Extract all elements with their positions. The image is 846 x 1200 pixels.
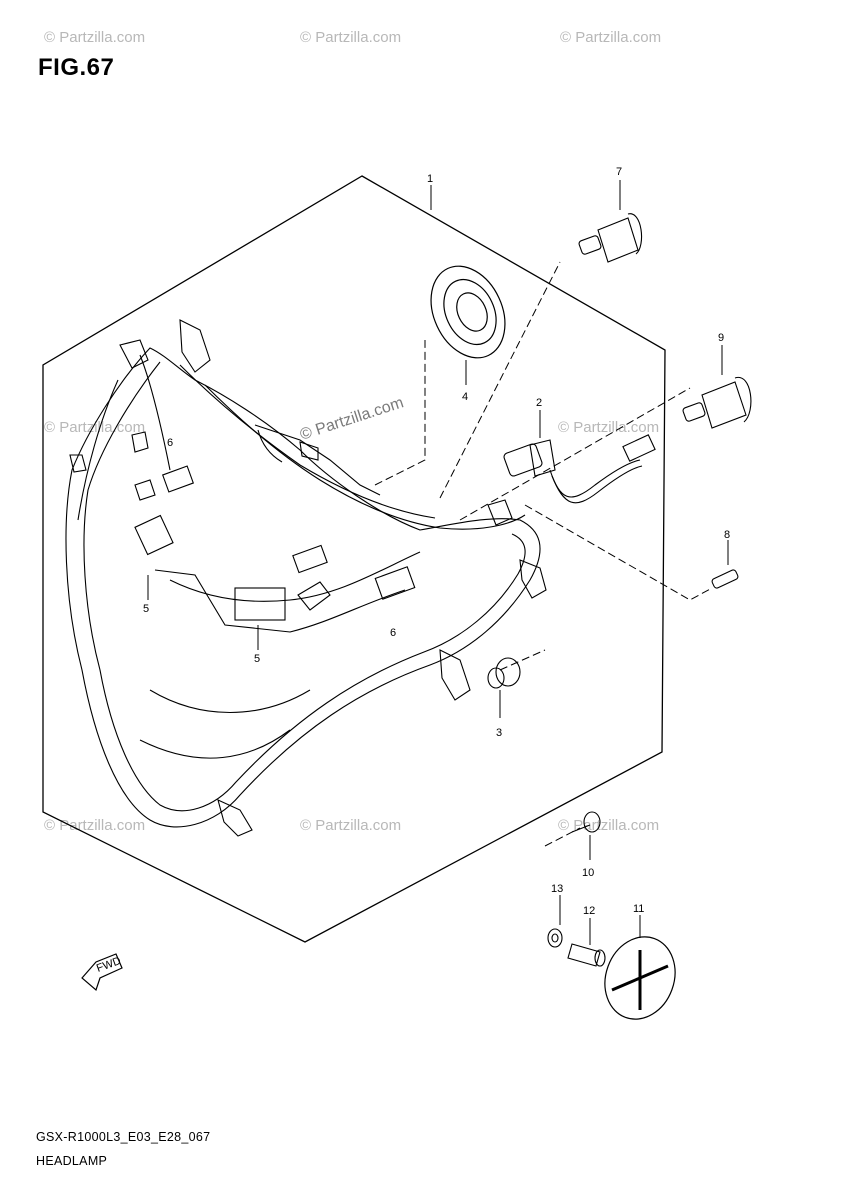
- callout-2: 2: [536, 397, 542, 409]
- bulb-9: [682, 377, 752, 429]
- callout-labels: 1 2 3 4 5 5 6 6 7 8 9 10 11 12 13: [143, 166, 730, 917]
- watermark-text: © Partzilla.com: [300, 817, 401, 834]
- washer-13: [547, 928, 563, 948]
- cap-11: [604, 936, 676, 1020]
- callout-6b: 6: [390, 627, 396, 639]
- assembly-boundary-box: [42, 175, 666, 943]
- figure-title: FIG.67: [38, 54, 115, 81]
- callout-5b: 5: [254, 653, 260, 665]
- callout-12: 12: [583, 905, 595, 917]
- bolt-12: [567, 943, 606, 967]
- callout-3: 3: [496, 727, 502, 739]
- diagram-code: GSX-R1000L3_E03_E28_067: [36, 1130, 211, 1144]
- watermark-text: © Partzilla.com: [300, 29, 401, 46]
- bulb-7: [578, 213, 643, 263]
- watermark-center-text: © Partzilla.com: [298, 394, 406, 443]
- socket-harness-2: [503, 434, 656, 504]
- watermark-layer: © Partzilla.com © Partzilla.com © Partzi…: [44, 29, 661, 834]
- watermark-text: © Partzilla.com: [560, 29, 661, 46]
- headlamp-housing: [65, 319, 547, 837]
- callout-13: 13: [551, 883, 563, 895]
- leader-lines: [147, 180, 729, 945]
- screw-10: [571, 811, 601, 833]
- watermark-text: © Partzilla.com: [44, 817, 145, 834]
- callout-4: 4: [462, 391, 468, 403]
- watermark-text: © Partzilla.com: [558, 817, 659, 834]
- callout-7: 7: [616, 166, 622, 178]
- small-bulb-8: [711, 569, 739, 589]
- callout-6a: 6: [167, 437, 173, 449]
- callout-5a: 5: [143, 603, 149, 615]
- callout-1: 1: [427, 173, 433, 185]
- watermark-text: © Partzilla.com: [558, 419, 659, 436]
- watermark-text: © Partzilla.com: [44, 419, 145, 436]
- callout-10: 10: [582, 867, 594, 879]
- watermark-text: © Partzilla.com: [44, 29, 145, 46]
- diagram-name: HEADLAMP: [36, 1154, 108, 1168]
- callout-8: 8: [724, 529, 730, 541]
- callout-9: 9: [718, 332, 724, 344]
- callout-11: 11: [633, 903, 644, 915]
- grommet-3: [487, 657, 521, 689]
- socket-cover-ring: [430, 265, 506, 359]
- fwd-arrow-icon: FWD: [81, 953, 123, 992]
